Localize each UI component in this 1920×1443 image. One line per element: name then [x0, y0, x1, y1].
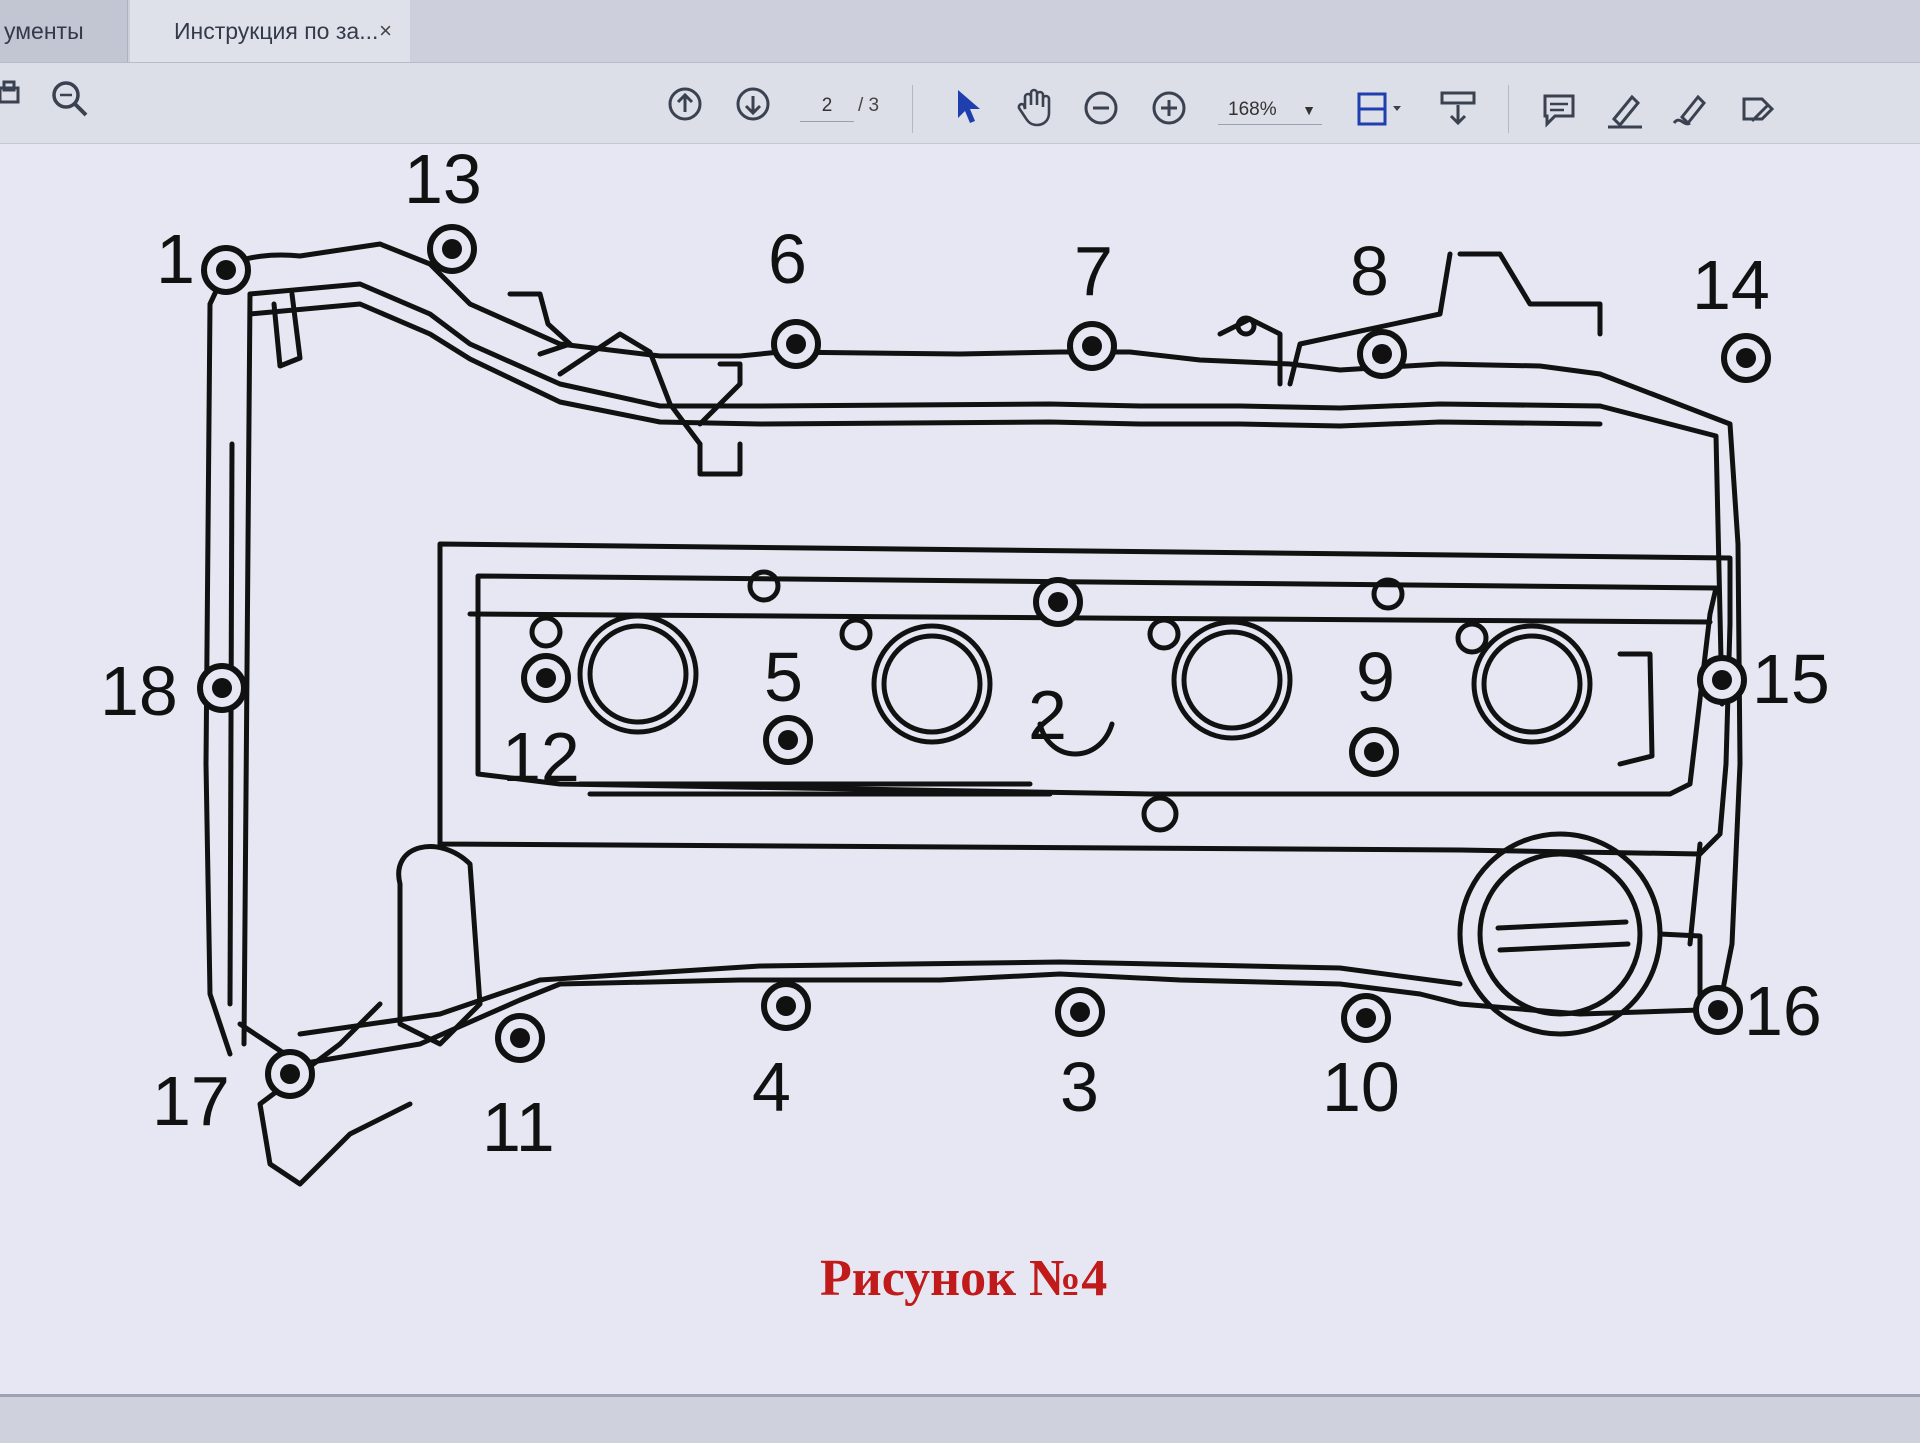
highlight-icon[interactable] — [1604, 89, 1646, 131]
page-total: / 3 — [858, 95, 880, 116]
hand-tool-icon[interactable] — [1012, 85, 1056, 129]
bolt-label: 6 — [768, 220, 807, 298]
tab-bar: ументы Инструкция по за... × — [0, 0, 1920, 63]
bolt-label: 5 — [764, 638, 803, 716]
bolt-label: 17 — [152, 1062, 230, 1140]
bolt-label: 15 — [1752, 640, 1830, 718]
toolbar-divider — [912, 85, 913, 133]
fit-page-icon[interactable] — [1352, 87, 1406, 131]
bolt-label: 8 — [1350, 232, 1389, 310]
zoom-out-icon[interactable] — [1080, 87, 1122, 129]
bolt-label: 11 — [482, 1088, 555, 1166]
toolbar: 2 / 3 168% ▼ — [0, 63, 1920, 144]
page-number-input[interactable]: 2 — [800, 91, 854, 122]
search-zoom-icon[interactable] — [48, 77, 92, 121]
print-icon[interactable] — [0, 77, 22, 117]
sign-icon[interactable] — [1670, 89, 1712, 131]
bolt-label: 1 — [156, 220, 195, 298]
scroll-mode-icon[interactable] — [1436, 87, 1480, 131]
page-bottom-edge — [0, 1394, 1920, 1443]
zoom-select[interactable]: 168% ▼ — [1218, 95, 1322, 125]
valve-cover-diagram — [197, 224, 1771, 1187]
bolt-label: 12 — [502, 718, 580, 796]
toolbar-divider — [1508, 85, 1509, 133]
tab-close-icon[interactable]: × — [379, 18, 392, 43]
chevron-down-icon: ▼ — [1302, 102, 1316, 118]
bolt-label: 4 — [752, 1048, 791, 1126]
document-page: 1 2 3 4 5 6 7 8 9 10 11 12 13 14 15 16 1… — [0, 144, 1920, 1394]
bolt-label: 13 — [404, 140, 482, 218]
bolt-label: 3 — [1060, 1048, 1099, 1126]
tab-document[interactable]: Инструкция по за... × — [130, 0, 410, 62]
bolt-label: 9 — [1356, 638, 1395, 716]
zoom-value: 168% — [1228, 99, 1277, 120]
tab-tools-label: ументы — [4, 17, 84, 44]
tab-document-label: Инструкция по за... — [174, 17, 379, 44]
bolt-label: 14 — [1692, 246, 1770, 324]
comment-icon[interactable] — [1538, 89, 1580, 131]
zoom-in-icon[interactable] — [1148, 87, 1190, 129]
bolt-label: 18 — [100, 652, 178, 730]
select-cursor-icon[interactable] — [948, 85, 988, 129]
bolt-label: 2 — [1028, 676, 1067, 754]
prev-page-icon[interactable] — [664, 83, 706, 125]
more-tools-icon[interactable] — [1736, 89, 1780, 131]
figure-caption: Рисунок №4 — [820, 1250, 1108, 1307]
bolt-label: 10 — [1322, 1048, 1400, 1126]
next-page-icon[interactable] — [732, 83, 774, 125]
bolt-label: 16 — [1744, 972, 1822, 1050]
tab-tools[interactable]: ументы — [0, 0, 128, 62]
bolt-label: 7 — [1074, 232, 1113, 310]
